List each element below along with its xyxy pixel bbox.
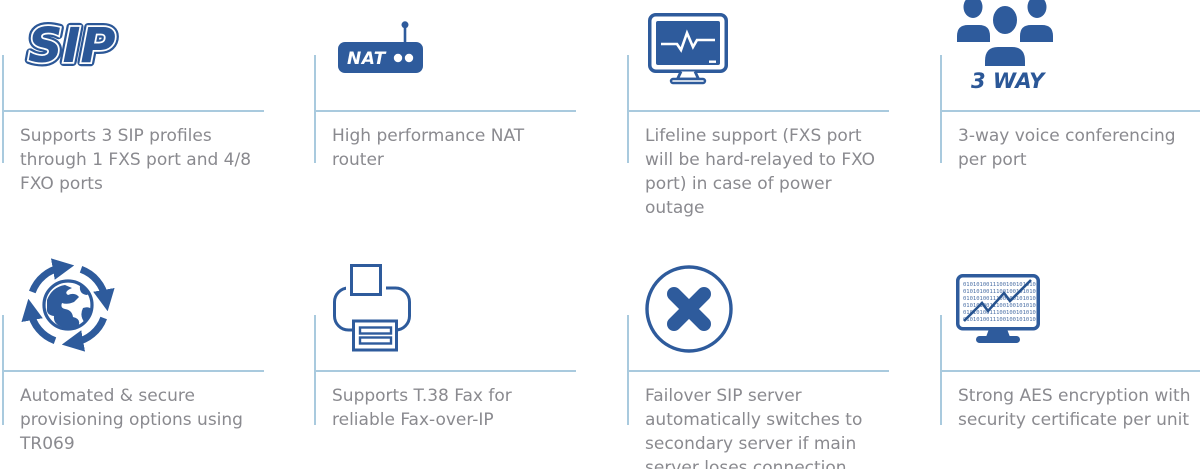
feature-description: Lifeline support (FXS port will be hard-… bbox=[645, 126, 876, 218]
globe-sync-icon bbox=[21, 258, 115, 352]
feature-card-nat: NAT High performance NAT router bbox=[314, 0, 576, 240]
heartbeat-monitor-icon bbox=[648, 13, 728, 85]
feature-description: Supports 3 SIP profiles through 1 FXS po… bbox=[20, 126, 252, 194]
nat-router-icon: NAT bbox=[338, 21, 423, 73]
feature-card-sip: SIP SIP Supports 3 SIP profiles through … bbox=[2, 0, 264, 240]
divider-vertical bbox=[2, 55, 4, 163]
failover-cross-icon bbox=[645, 265, 733, 353]
feature-card-encryption: 0101010011100100101010 01010100111001001… bbox=[940, 260, 1200, 469]
feature-card-3way: 3 WAY 3-way voice conferencing per port bbox=[940, 0, 1200, 240]
feature-description: 3-way voice conferencing per port bbox=[958, 126, 1176, 170]
nat-label-text: NAT bbox=[347, 49, 387, 69]
fax-printer-icon bbox=[333, 264, 411, 352]
divider-horizontal bbox=[627, 370, 889, 372]
binary-row-text: 0101010011100100101010 bbox=[963, 282, 1036, 288]
divider-horizontal bbox=[940, 110, 1200, 112]
feature-description: Strong AES encryption with security cert… bbox=[958, 386, 1191, 430]
conference-group-icon: 3 WAY bbox=[957, 0, 1053, 93]
feature-card-failover: Failover SIP server automatically switch… bbox=[627, 260, 889, 469]
binary-row-text: 0101010011100100101010 bbox=[963, 303, 1036, 309]
feature-card-fax: Supports T.38 Fax for reliable Fax-over-… bbox=[314, 260, 576, 469]
divider-horizontal bbox=[940, 370, 1200, 372]
feature-card-provisioning: Automated & secure provisioning options … bbox=[2, 258, 264, 469]
divider-horizontal bbox=[314, 110, 576, 112]
divider-horizontal bbox=[2, 110, 264, 112]
divider-horizontal bbox=[627, 110, 889, 112]
binary-row-text: 0101010011100100101010 bbox=[963, 310, 1036, 316]
feature-card-lifeline: Lifeline support (FXS port will be hard-… bbox=[627, 0, 889, 240]
divider-vertical bbox=[314, 55, 316, 163]
feature-description: Automated & secure provisioning options … bbox=[20, 386, 243, 454]
binary-row-text: 0101010011100100101010 bbox=[963, 289, 1036, 295]
divider-horizontal bbox=[2, 370, 264, 372]
divider-vertical bbox=[627, 55, 629, 163]
sip-logo-icon: SIP SIP bbox=[24, 14, 120, 78]
sip-logo-text: SIP bbox=[28, 18, 116, 74]
sip-logo-text-outline: SIP bbox=[28, 18, 116, 74]
divider-horizontal bbox=[314, 370, 576, 372]
divider-vertical bbox=[940, 55, 942, 163]
binary-monitor-icon: 0101010011100100101010 01010100111001001… bbox=[956, 274, 1040, 343]
three-way-label-text: 3 WAY bbox=[971, 69, 1046, 93]
binary-row-text: 0101010011100100101010 bbox=[963, 317, 1036, 323]
feature-description: High performance NAT router bbox=[332, 126, 525, 170]
feature-description: Supports T.38 Fax for reliable Fax-over-… bbox=[332, 386, 512, 430]
feature-description: Failover SIP server automatically switch… bbox=[645, 386, 863, 469]
